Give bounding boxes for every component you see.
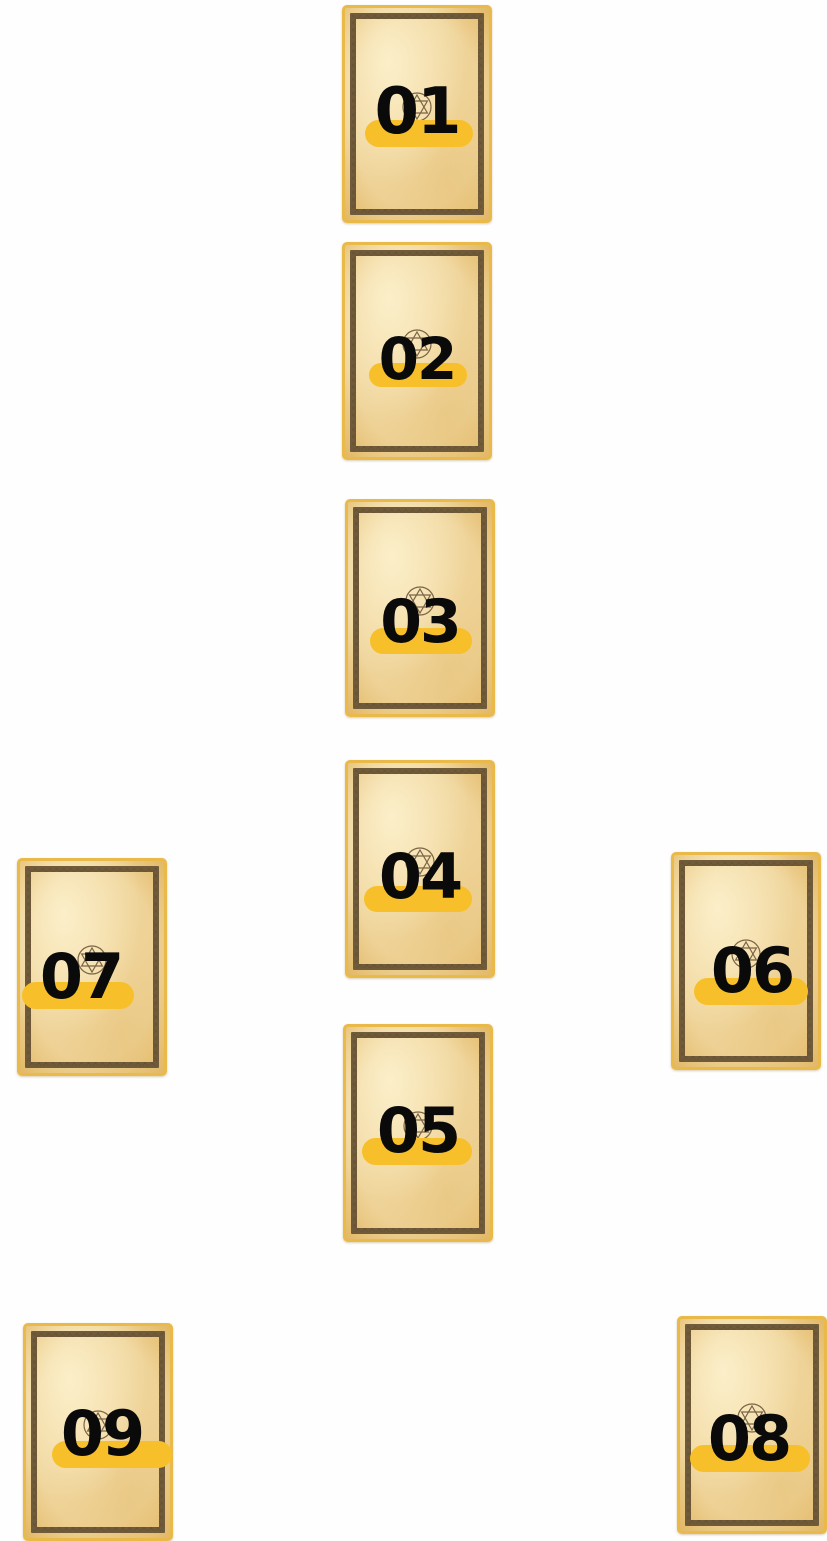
card-02[interactable]: 02	[342, 242, 492, 460]
card-number: 08	[680, 1401, 824, 1477]
card-number: 03	[348, 584, 492, 660]
card-05[interactable]: 05	[343, 1024, 493, 1242]
card-number: 04	[348, 839, 492, 915]
card-number: 09	[26, 1396, 170, 1472]
card-number: 07	[20, 939, 164, 1015]
card-number: 06	[674, 933, 818, 1009]
card-07[interactable]: 07	[17, 858, 167, 1076]
card-number: 05	[346, 1093, 490, 1169]
card-04[interactable]: 04	[345, 760, 495, 978]
card-number: 01	[345, 74, 489, 150]
card-number: 02	[345, 321, 489, 397]
card-09[interactable]: 09	[23, 1323, 173, 1541]
card-06[interactable]: 06	[671, 852, 821, 1070]
card-08[interactable]: 08	[677, 1316, 827, 1534]
card-01[interactable]: 01	[342, 5, 492, 223]
card-03[interactable]: 03	[345, 499, 495, 717]
